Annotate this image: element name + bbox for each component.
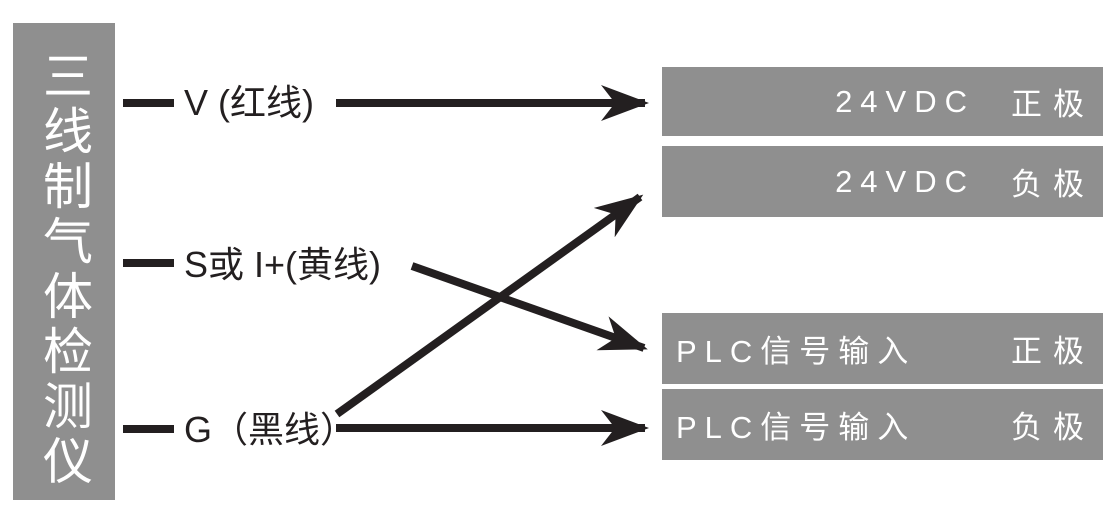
- box-main-text: 24VDC: [835, 83, 975, 119]
- wire-label-g-black: G（黑线）: [184, 409, 357, 450]
- wire-label-v-red: V (红线): [184, 82, 314, 123]
- box-polarity-text: 正极: [1011, 87, 1095, 122]
- device-title: 三线制气体检测仪: [36, 50, 92, 490]
- box-polarity-text: 正极: [1011, 334, 1095, 369]
- box-main-text: PLC信号输入: [676, 410, 917, 445]
- wire-label-s-or-iplus-yellow: S或 I+(黄线): [184, 244, 382, 285]
- arrow-g-to-24vdc-negative: [334, 193, 644, 418]
- output-box-24vdc-negative: 24VDC 负极: [662, 146, 1103, 217]
- box-polarity-text: 负极: [1011, 410, 1095, 445]
- arrow-s-to-plc-positive: [410, 262, 648, 352]
- box-polarity-text: 负极: [1011, 167, 1095, 202]
- device-label-bar: 三线制气体检测仪: [13, 23, 115, 500]
- output-box-24vdc-positive: 24VDC 正极: [662, 67, 1103, 136]
- output-box-plc-signal-positive: PLC信号输入 正极: [662, 313, 1103, 384]
- box-main-text: 24VDC: [835, 163, 975, 199]
- box-main-text: PLC信号输入: [676, 334, 917, 369]
- output-box-plc-signal-negative: PLC信号输入 负极: [662, 389, 1103, 460]
